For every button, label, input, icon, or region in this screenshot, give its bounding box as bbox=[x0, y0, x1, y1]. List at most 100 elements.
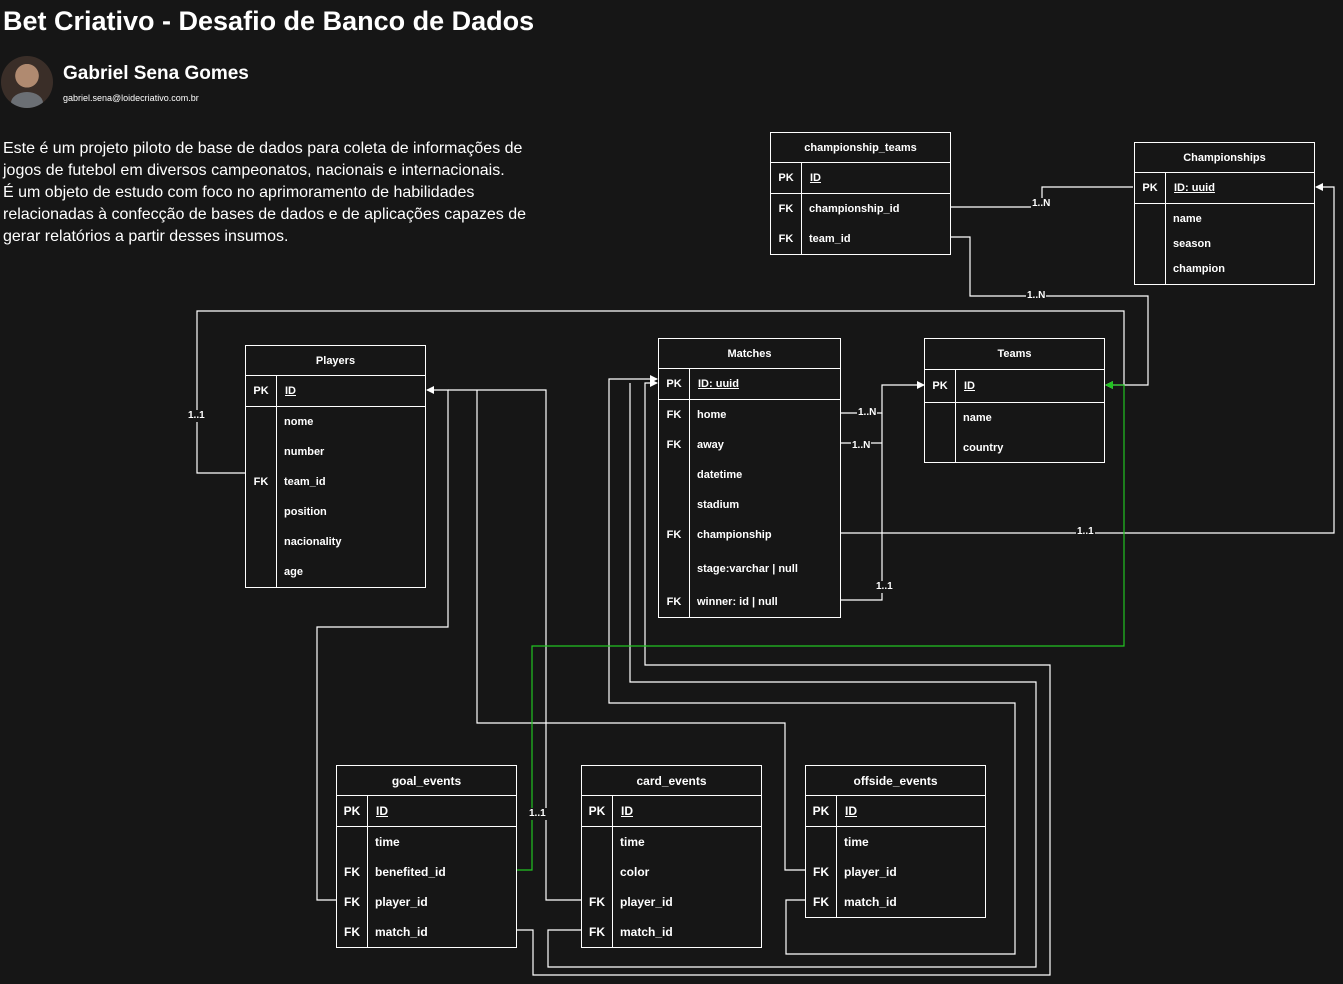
field-name: benefited_id bbox=[375, 865, 446, 879]
field-name: time bbox=[375, 835, 400, 849]
table-row: champion bbox=[1135, 256, 1314, 281]
table-row: time bbox=[582, 827, 761, 857]
field-name: name bbox=[963, 412, 992, 424]
table-row: FK home bbox=[659, 400, 840, 430]
description-paragraph: Este é um projeto piloto de base de dado… bbox=[3, 140, 523, 179]
key-badge: PK bbox=[925, 370, 956, 402]
table-teams[interactable]: Teams PK ID name country bbox=[924, 338, 1105, 463]
table-row: stadium bbox=[659, 490, 840, 520]
table-title: Matches bbox=[659, 339, 840, 369]
table-row: PK ID bbox=[925, 370, 1104, 403]
table-row: PK ID bbox=[246, 376, 425, 407]
table-championship-teams[interactable]: championship_teams PK ID FK championship… bbox=[770, 132, 951, 255]
table-row: datetime bbox=[659, 460, 840, 490]
field-name: championship_id bbox=[809, 203, 900, 215]
author-avatar bbox=[1, 56, 53, 108]
table-championships[interactable]: Championships PK ID: uuid name season ch… bbox=[1134, 142, 1315, 285]
table-row: color bbox=[582, 857, 761, 887]
key-badge: FK bbox=[666, 409, 682, 421]
table-row: season bbox=[1135, 231, 1314, 256]
field-name: age bbox=[284, 566, 303, 578]
table-row: FK player_id bbox=[337, 887, 516, 917]
key-badge: PK bbox=[771, 163, 802, 193]
field-name: team_id bbox=[284, 476, 326, 488]
table-row: age bbox=[246, 557, 425, 587]
key-badge: FK bbox=[344, 865, 360, 879]
link-goal-player bbox=[316, 386, 449, 901]
table-row: number bbox=[246, 437, 425, 467]
table-row: nacionality bbox=[246, 527, 425, 557]
table-row: FK winner: id | null bbox=[659, 587, 840, 617]
field-name: name bbox=[1173, 212, 1202, 225]
key-badge: FK bbox=[813, 865, 829, 879]
link-ct-championship bbox=[950, 186, 1133, 208]
author-email: gabriel.sena@loidecriativo.com.br bbox=[63, 93, 199, 103]
key-badge: PK bbox=[659, 369, 690, 399]
field-name: stage:varchar | null bbox=[697, 562, 798, 575]
table-card-events[interactable]: card_events PK ID time color FK player_i… bbox=[581, 765, 762, 948]
table-row: FK away bbox=[659, 430, 840, 460]
cardinality-label: 1..1 bbox=[875, 581, 894, 593]
table-title: card_events bbox=[582, 766, 761, 796]
field-name: match_id bbox=[375, 925, 428, 939]
table-row: PK ID: uuid bbox=[1135, 173, 1314, 204]
link-offside-match bbox=[608, 375, 1016, 955]
field-name: away bbox=[697, 439, 724, 451]
table-row: FK championship bbox=[659, 520, 840, 550]
field-name: winner: id | null bbox=[697, 596, 778, 608]
table-title: Teams bbox=[925, 339, 1104, 370]
cardinality-label: 1..1 bbox=[1076, 526, 1095, 538]
link-goal-benefited-team bbox=[517, 381, 1125, 871]
table-row: FK match_id bbox=[582, 917, 761, 947]
table-row: FK match_id bbox=[337, 917, 516, 947]
field-name: nome bbox=[284, 416, 314, 428]
field-name: nacionality bbox=[284, 536, 342, 548]
link-player-team bbox=[196, 310, 1125, 474]
field-name: championship bbox=[697, 529, 772, 541]
cardinality-label: 1..N bbox=[1031, 198, 1052, 210]
table-goal-events[interactable]: goal_events PK ID time FK benefited_id F… bbox=[336, 765, 517, 948]
key-badge: FK bbox=[778, 233, 794, 245]
table-row: stage:varchar | null bbox=[659, 550, 840, 587]
key-badge: FK bbox=[813, 895, 829, 909]
key-badge: PK bbox=[1135, 173, 1166, 203]
field-name: position bbox=[284, 506, 327, 518]
field-name: ID bbox=[964, 380, 975, 392]
table-offside-events[interactable]: offside_events PK ID time FK player_id F… bbox=[805, 765, 986, 918]
key-badge: FK bbox=[589, 925, 605, 939]
field-name: time bbox=[844, 835, 869, 849]
page-title: Bet Criativo - Desafio de Banco de Dados bbox=[3, 6, 535, 36]
table-row: FK player_id bbox=[582, 887, 761, 917]
field-name: stadium bbox=[697, 499, 740, 511]
key-badge: FK bbox=[666, 529, 682, 541]
table-row: FK team_id bbox=[246, 467, 425, 497]
key-badge: FK bbox=[253, 476, 269, 488]
field-name: ID: uuid bbox=[1174, 182, 1215, 194]
cardinality-label: 1..1 bbox=[528, 808, 547, 820]
field-name: season bbox=[1173, 237, 1211, 250]
key-badge: PK bbox=[806, 796, 837, 826]
field-name: player_id bbox=[375, 895, 428, 909]
field-name: player_id bbox=[620, 895, 673, 909]
key-badge: FK bbox=[344, 925, 360, 939]
key-badge: FK bbox=[778, 203, 794, 215]
link-goal-match bbox=[517, 379, 1051, 976]
key-badge: FK bbox=[344, 895, 360, 909]
cardinality-label: 1..N bbox=[851, 440, 872, 452]
cardinality-label: 1..N bbox=[857, 407, 878, 419]
field-name: home bbox=[697, 409, 727, 421]
table-matches[interactable]: Matches PK ID: uuid FK home FK away date… bbox=[658, 338, 841, 618]
table-row: time bbox=[806, 827, 985, 857]
table-row: PK ID bbox=[771, 163, 950, 194]
field-name: champion bbox=[1173, 262, 1225, 275]
field-name: ID bbox=[621, 804, 633, 818]
link-match-winner bbox=[841, 413, 883, 601]
key-badge: PK bbox=[582, 796, 613, 826]
key-badge: FK bbox=[666, 596, 682, 608]
table-row: name bbox=[925, 403, 1104, 433]
field-name: match_id bbox=[844, 895, 897, 909]
table-title: Players bbox=[246, 346, 425, 376]
table-players[interactable]: Players PK ID nome number FK team_id pos… bbox=[245, 345, 426, 588]
table-title: goal_events bbox=[337, 766, 516, 796]
table-title: offside_events bbox=[806, 766, 985, 796]
